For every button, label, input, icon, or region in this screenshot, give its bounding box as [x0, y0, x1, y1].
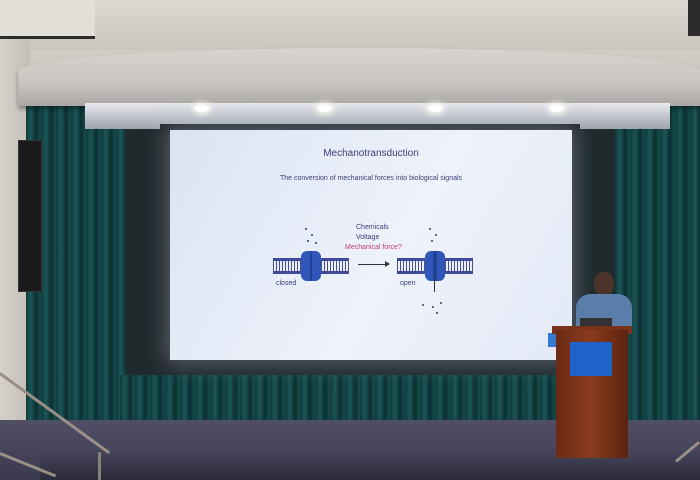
- back-wall: [0, 0, 700, 50]
- wall-speaker: [18, 140, 42, 292]
- curtain-left: [26, 105, 126, 450]
- water-cup: [548, 333, 556, 347]
- ceiling-light: [195, 105, 209, 112]
- label-closed: closed: [276, 280, 297, 287]
- podium-logo-sign: [570, 342, 612, 376]
- ceiling-soffit: [0, 0, 95, 39]
- stimulus-chemicals: Chemicals: [356, 224, 389, 231]
- proscenium-canopy: [18, 48, 700, 106]
- stimulus-voltage: Voltage: [356, 234, 380, 241]
- projection-screen: Mechanotransduction The conversion of me…: [170, 130, 572, 360]
- label-open: open: [400, 280, 416, 287]
- slide-title: Mechanotransduction: [323, 148, 419, 159]
- ion-dot: [429, 228, 431, 230]
- ion-dot: [440, 302, 442, 304]
- ion-dot: [436, 312, 438, 314]
- ion-dot: [431, 240, 433, 242]
- ceiling-light: [428, 105, 442, 112]
- slide-subtitle: The conversion of mechanical forces into…: [279, 175, 463, 182]
- ceiling-light: [550, 105, 564, 112]
- ion-dot: [422, 304, 424, 306]
- ion-dot: [305, 228, 307, 230]
- transition-arrow: [358, 261, 390, 267]
- handrail-post: [98, 452, 101, 480]
- stimulus-mechanical-force: Mechanical force?: [345, 244, 402, 251]
- ion-dot: [435, 234, 437, 236]
- ion-dot: [307, 240, 309, 242]
- ceiling-soffit-right: [688, 0, 700, 36]
- ion-dot: [315, 242, 317, 244]
- ion-dot: [432, 306, 434, 308]
- curtain-right: [615, 105, 700, 450]
- ion-flow-arrow: [434, 280, 435, 292]
- ion-channel-closed: [301, 251, 321, 281]
- speaker-head: [594, 272, 614, 296]
- ion-channel-open: [425, 251, 445, 281]
- ceiling-light: [318, 105, 332, 112]
- ion-dot: [311, 234, 313, 236]
